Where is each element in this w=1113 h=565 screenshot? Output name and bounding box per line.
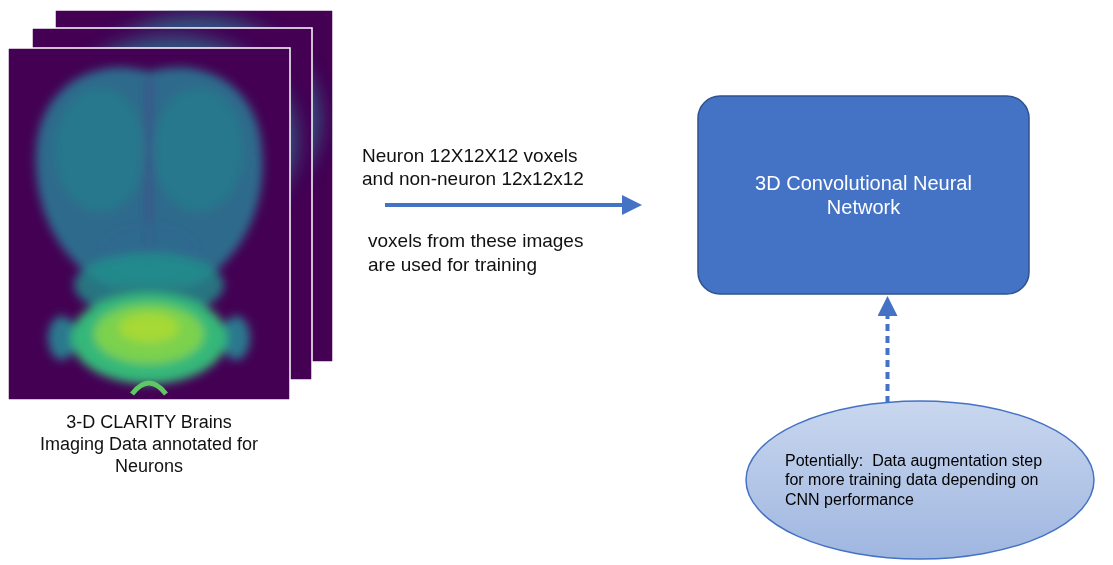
dashed-arrow xyxy=(886,308,890,403)
box-shape xyxy=(698,96,1029,294)
ellipse-shape xyxy=(746,401,1094,559)
front-slice xyxy=(8,48,290,400)
edge-label: Neuron 12X12X12 voxels and non-neuron 12… xyxy=(362,144,602,192)
box-label: 3D Convolutional Neural Network xyxy=(739,171,989,220)
box-outline xyxy=(697,95,1030,295)
image-stack: 3-D CLARITY Brains Imaging Data annotate… xyxy=(8,10,335,400)
data-arrow xyxy=(385,203,630,207)
caption-holder: 3-D CLARITY Brains Imaging Data annotate… xyxy=(36,412,262,478)
annotation-text: voxels from these images are used for tr… xyxy=(368,229,608,277)
ellipse-label: Potentially: Data augmentation step for … xyxy=(785,451,1055,510)
process-box: 3D Convolutional Neural Network xyxy=(697,95,1030,295)
caption-text: 3-D CLARITY Brains Imaging Data annotate… xyxy=(36,412,262,478)
augmentation-ellipse: Potentially: Data augmentation step for … xyxy=(745,400,1095,560)
